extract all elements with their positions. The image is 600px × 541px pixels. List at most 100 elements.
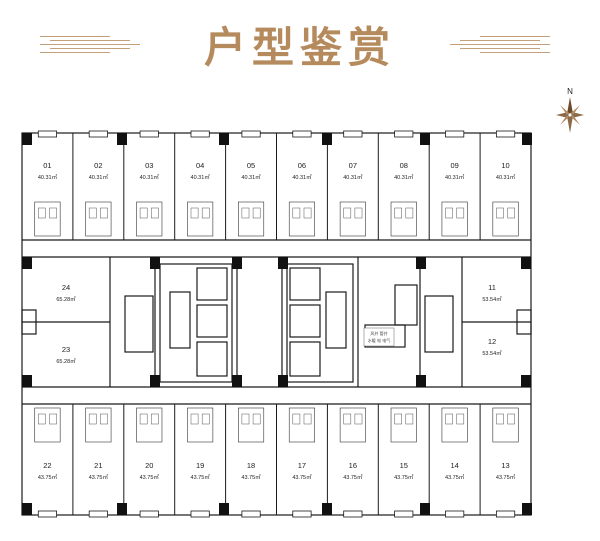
- page-title: 户型鉴赏: [203, 23, 396, 72]
- south-unit-18: 18 43.75㎡: [225, 404, 265, 518]
- pillar: [522, 503, 532, 515]
- toilet-icon: [445, 413, 453, 425]
- window-bay: [139, 510, 159, 518]
- north-room-area: 40.31㎡: [394, 173, 414, 181]
- side-room-number: 23: [62, 345, 70, 354]
- window-bay: [343, 130, 363, 138]
- north-room-number: 09: [450, 161, 458, 170]
- window-bay: [495, 130, 516, 138]
- sink-icon: [49, 207, 57, 219]
- south-room-area: 43.75㎡: [89, 473, 109, 481]
- south-room-area: 43.75㎡: [191, 473, 211, 481]
- south-unit-19: 19 43.75㎡: [174, 404, 214, 518]
- south-room-area: 43.75㎡: [292, 473, 312, 481]
- south-room-number: 19: [196, 461, 204, 470]
- window-bay: [241, 510, 261, 518]
- sink-icon: [303, 413, 312, 425]
- pillar: [278, 257, 288, 269]
- bathroom-block: [34, 201, 61, 237]
- left-decoration: [40, 32, 150, 54]
- bathroom-block: [441, 407, 468, 443]
- pillar: [117, 133, 127, 145]
- toilet-icon: [190, 207, 199, 219]
- core-label: 风井 管井 水暖 电 电气: [363, 327, 395, 347]
- window-bay: [343, 510, 363, 518]
- north-room-area: 40.31㎡: [38, 173, 58, 181]
- south-room-area: 43.75㎡: [241, 473, 261, 481]
- bathroom-block: [238, 407, 265, 443]
- header: 户型鉴赏: [0, 0, 600, 80]
- bathroom-block: [85, 407, 112, 443]
- north-room-number: 10: [501, 161, 509, 170]
- toilet-icon: [292, 413, 301, 425]
- side-room-area: 65.28㎡: [56, 295, 76, 303]
- window-bay: [394, 130, 414, 138]
- window-bay: [445, 130, 465, 138]
- pillar: [416, 257, 426, 269]
- toilet-icon: [343, 207, 352, 219]
- toilet-icon: [241, 413, 250, 425]
- south-room-number: 20: [145, 461, 153, 470]
- sink-icon: [303, 207, 312, 219]
- toilet-icon: [292, 207, 301, 219]
- window-bay: [37, 130, 58, 138]
- side-room-number: 24: [62, 283, 70, 292]
- toilet-icon: [496, 413, 504, 425]
- pillar: [420, 133, 430, 145]
- south-room-area: 43.75㎡: [38, 473, 58, 481]
- side-room-number: 11: [488, 283, 496, 292]
- core-label-line1: 风井 管井: [370, 330, 387, 336]
- pillar: [322, 133, 332, 145]
- window-bay: [190, 510, 210, 518]
- toilet-icon: [190, 413, 199, 425]
- pillar: [22, 133, 32, 145]
- bathroom-block: [238, 201, 265, 237]
- south-room-number: 18: [247, 461, 255, 470]
- sink-icon: [354, 413, 363, 425]
- window-bay: [495, 510, 516, 518]
- north-room-area: 40.31㎡: [496, 173, 516, 181]
- side-unit-24: 24 65.28㎡: [56, 283, 76, 303]
- toilet-icon: [343, 413, 352, 425]
- north-unit-03: 03 40.31㎡: [123, 130, 163, 240]
- bathroom-block: [187, 201, 214, 237]
- north-room-number: 03: [145, 161, 153, 170]
- sink-icon: [405, 207, 414, 219]
- sink-icon: [201, 413, 210, 425]
- side-unit-11: 11 53.54㎡: [482, 283, 502, 303]
- south-room-number: 16: [349, 461, 357, 470]
- window-bay: [37, 510, 58, 518]
- sink-icon: [100, 413, 108, 425]
- bathroom-block: [136, 201, 163, 237]
- pillar: [322, 503, 332, 515]
- pillar: [521, 257, 531, 269]
- sink-icon: [100, 207, 108, 219]
- sink-icon: [49, 413, 57, 425]
- north-room-area: 40.31㎡: [140, 173, 160, 181]
- sink-icon: [252, 207, 261, 219]
- north-room-area: 40.31㎡: [241, 173, 261, 181]
- side-room-area: 53.54㎡: [482, 349, 502, 357]
- pillar: [150, 257, 160, 269]
- sink-icon: [252, 413, 261, 425]
- sink-icon: [201, 207, 210, 219]
- toilet-icon: [394, 413, 402, 425]
- south-room-area: 43.75㎡: [140, 473, 160, 481]
- north-room-area: 40.31㎡: [191, 173, 211, 181]
- window-bay: [88, 510, 108, 518]
- side-room-area: 53.54㎡: [482, 295, 502, 303]
- south-room-number: 15: [400, 461, 408, 470]
- toilet-icon: [394, 207, 402, 219]
